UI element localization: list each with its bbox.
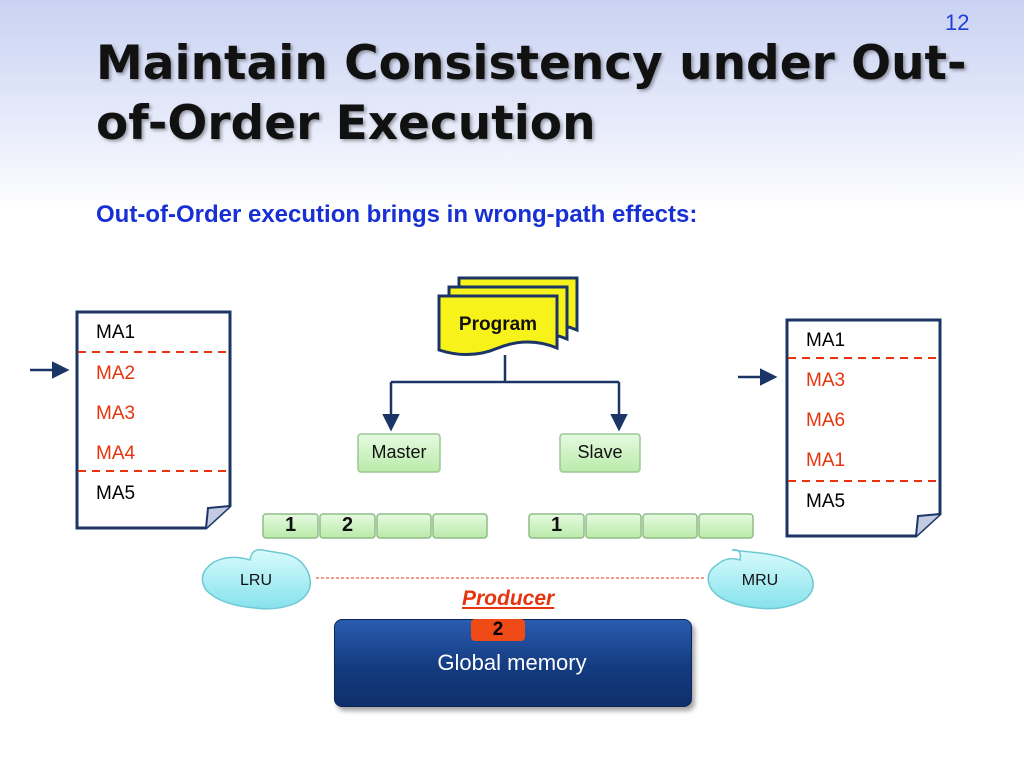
- left-list-item: MA3: [96, 403, 136, 424]
- left-list-item: MA2: [96, 363, 136, 384]
- left-list-item: MA1: [96, 322, 136, 343]
- slave-queue-slot: 1: [550, 514, 563, 536]
- right-list-item: MA6: [806, 410, 846, 431]
- slide-title: Maintain Consistency under Out-of-Order …: [96, 36, 967, 151]
- program-label: Program: [458, 314, 538, 335]
- master-queue-slot: 1: [284, 514, 297, 536]
- master-box: [357, 433, 441, 473]
- slave-queue: [528, 513, 754, 539]
- lru-label: LRU: [239, 572, 272, 589]
- master-label: Master: [371, 442, 427, 462]
- slave-label: Slave: [577, 442, 623, 462]
- left-list-item: MA4: [96, 443, 136, 464]
- left-list-item: MA5: [96, 483, 136, 504]
- slide-number: 12: [945, 10, 970, 35]
- right-list-item: MA1: [806, 450, 846, 471]
- global-memory-badge: 2: [471, 619, 525, 641]
- global-memory-label: Global memory: [437, 650, 587, 675]
- right-address-list-document: [785, 318, 942, 538]
- master-queue-slot: 2: [341, 514, 354, 536]
- slide-subtitle: Out-of-Order execution brings in wrong-p…: [96, 201, 698, 228]
- right-list-item: MA3: [806, 370, 846, 391]
- master-queue: [262, 513, 488, 539]
- program-document-stack-icon: [437, 276, 579, 356]
- left-address-list-document: [75, 310, 232, 530]
- mru-label: MRU: [741, 572, 779, 589]
- lru-bubble: [201, 548, 311, 610]
- right-list-item: MA5: [806, 491, 846, 512]
- mru-bubble: [707, 548, 814, 610]
- producer-label: Producer: [462, 587, 555, 610]
- slave-box: [559, 433, 641, 473]
- right-list-item: MA1: [806, 330, 846, 351]
- program-connector: [382, 355, 628, 432]
